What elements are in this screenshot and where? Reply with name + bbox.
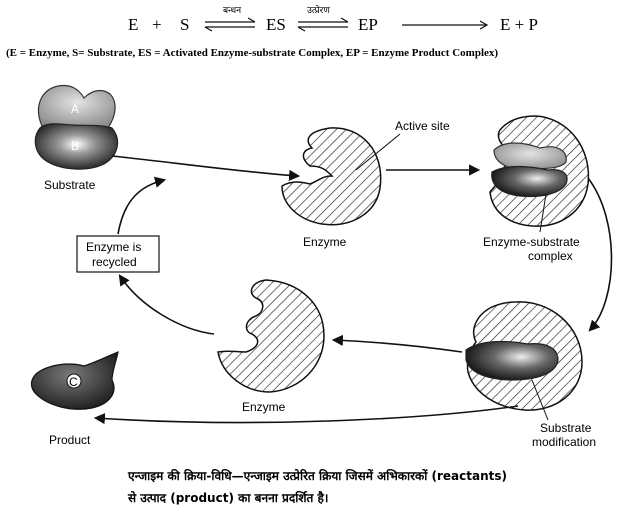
product-label: Product bbox=[49, 433, 91, 447]
substrate-mod-label-1: Substrate bbox=[540, 421, 592, 435]
enzyme-bottom-label: Enzyme bbox=[242, 400, 286, 414]
enzyme-top-label: Enzyme bbox=[303, 235, 347, 249]
equation-legend: (E = Enzyme, S= Substrate, ES = Activate… bbox=[6, 47, 498, 59]
substrate-mod-pointer bbox=[531, 379, 549, 421]
eq-ep: EP bbox=[358, 15, 378, 34]
substrate-modification bbox=[465, 301, 583, 411]
recycled-label-2: recycled bbox=[92, 255, 137, 269]
arrow-to-free-enzyme bbox=[331, 334, 463, 353]
substrate-molecule: A B bbox=[34, 84, 119, 170]
arrow-recycled-to-substrate bbox=[117, 176, 167, 235]
es-substrate-b bbox=[491, 165, 568, 198]
part-b-label: B bbox=[71, 139, 79, 153]
substrate-mod-label-2: modification bbox=[532, 435, 596, 449]
eq-substrate: S bbox=[180, 15, 189, 34]
eq-es: ES bbox=[266, 15, 286, 34]
reversible-arrow-2 bbox=[297, 17, 349, 32]
eq-catalysis-label: उत्प्रेरण bbox=[307, 4, 330, 16]
enzyme-top bbox=[281, 127, 382, 226]
eq-enzyme: E bbox=[128, 15, 138, 34]
caption-line-2: से उत्पाद (product) का बनना प्रदर्शित है… bbox=[127, 491, 328, 505]
es-complex-pointer bbox=[539, 193, 547, 233]
modified-substrate bbox=[465, 340, 559, 381]
arrow-substrate-to-enzyme bbox=[111, 155, 301, 181]
enzyme-substrate-complex bbox=[489, 115, 590, 227]
active-site-label: Active site bbox=[395, 119, 450, 133]
reversible-arrow-1 bbox=[204, 17, 256, 32]
substrate-part-a bbox=[37, 84, 116, 129]
es-complex-label-2: complex bbox=[528, 249, 573, 263]
eq-plus: + bbox=[152, 15, 162, 34]
eq-binding-label: बन्धन bbox=[223, 6, 242, 16]
es-substrate-a bbox=[493, 142, 567, 171]
arrow-to-product bbox=[93, 405, 519, 425]
es-complex-label-1: Enzyme-substrate bbox=[483, 235, 580, 249]
forward-arrow bbox=[402, 20, 489, 30]
recycled-label-1: Enzyme is bbox=[86, 240, 141, 254]
caption-line-1: एन्जाइम की क्रिया-विधि—एन्जाइम उत्प्रेरि… bbox=[127, 469, 507, 483]
arrow-enzyme-to-recycled bbox=[118, 274, 215, 335]
substrate-part-b bbox=[34, 123, 119, 170]
substrate-label: Substrate bbox=[44, 178, 96, 192]
product-molecule: C bbox=[30, 351, 119, 410]
part-c-label: C bbox=[69, 375, 78, 389]
eq-result: E + P bbox=[500, 15, 538, 34]
recycled-box bbox=[76, 235, 160, 273]
arrow-to-modification bbox=[587, 177, 613, 332]
part-a-label: A bbox=[71, 102, 79, 116]
reaction-equation: E + S बन्धन ES उत्प्रेरण EP E + P bbox=[128, 4, 538, 34]
active-site-pointer bbox=[355, 133, 401, 171]
product-marker bbox=[66, 373, 82, 389]
enzyme-bottom bbox=[217, 279, 325, 393]
